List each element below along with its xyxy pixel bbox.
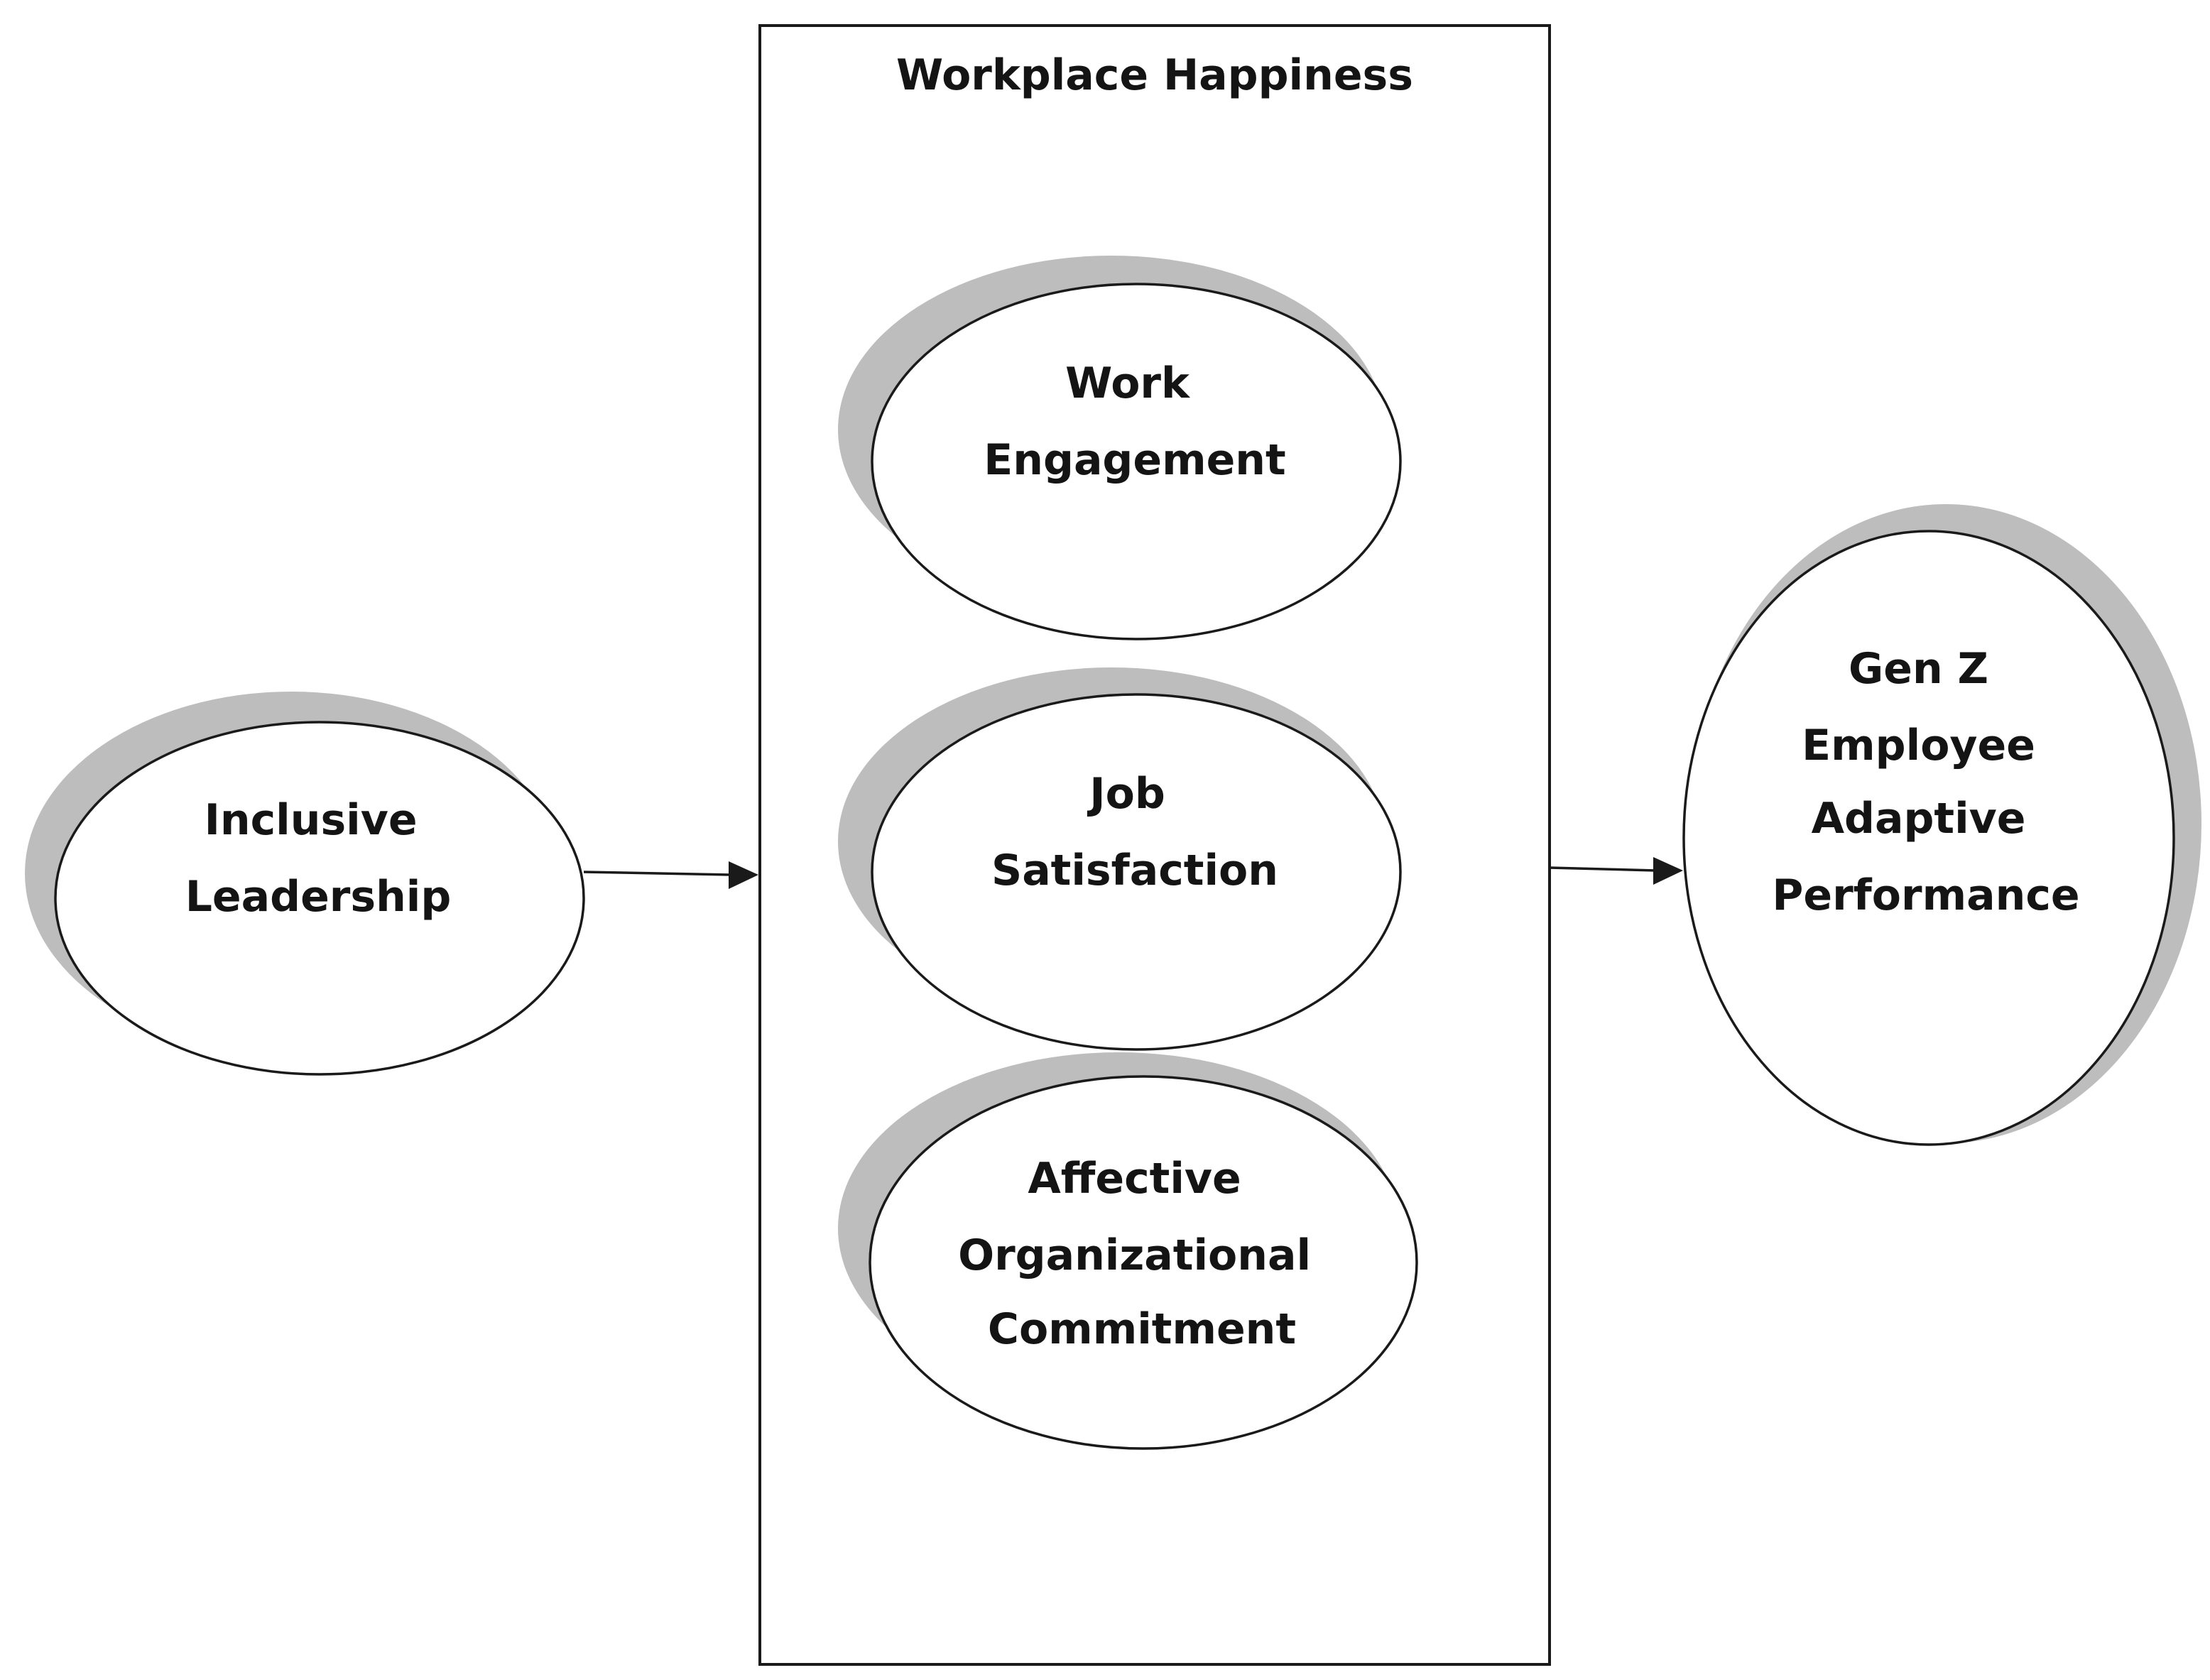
genz-performance-label: Gen Z Employee Adaptive Performance: [1772, 644, 2079, 920]
affective-commitment-line-3: Commitment: [988, 1304, 1296, 1354]
job-satisfaction-ellipse: [871, 693, 1402, 1051]
workplace-happiness-box: [758, 24, 1551, 1666]
affective-commitment-line-1: Affective: [1028, 1154, 1241, 1204]
arrow-leadership-head: [729, 861, 758, 889]
affective-commitment-ellipse: [869, 1075, 1418, 1450]
affective-commitment-line-2: Organizational: [958, 1231, 1311, 1280]
genz-performance-line-1: Gen Z: [1849, 644, 1988, 694]
inclusive-leadership-ellipse: [54, 721, 585, 1076]
inclusive-leadership-line-1: Inclusive: [205, 795, 418, 845]
arrow-performance-line: [1549, 866, 1657, 872]
inclusive-leadership-line-2: Leadership: [185, 872, 452, 922]
genz-performance-line-4: Performance: [1772, 871, 2079, 920]
work-engagement-line-1: Work: [1065, 359, 1191, 408]
genz-performance-line-3: Adaptive: [1812, 794, 2026, 844]
affective-commitment-node: Affective Organizational Commitment: [838, 1052, 1418, 1450]
genz-performance-line-2: Employee: [1802, 721, 2035, 770]
affective-commitment-label: Affective Organizational Commitment: [958, 1154, 1326, 1354]
job-satisfaction-line-1: Job: [1087, 769, 1165, 819]
inclusive-leadership-node: Inclusive Leadership: [25, 692, 585, 1076]
work-engagement-line-2: Engagement: [984, 435, 1285, 485]
work-engagement-ellipse: [871, 283, 1402, 640]
arrow-happiness-to-performance: [1549, 857, 1683, 885]
genz-performance-ellipse: [1682, 530, 2175, 1146]
arrow-leadership-to-happiness: [583, 861, 758, 889]
arrow-performance-head: [1653, 857, 1683, 885]
work-engagement-label: Work Engagement: [984, 359, 1285, 485]
arrow-leadership-line: [583, 871, 732, 876]
workplace-happiness-title: Workplace Happiness: [896, 50, 1413, 100]
job-satisfaction-label: Job Satisfaction: [991, 769, 1278, 895]
job-satisfaction-node: Job Satisfaction: [838, 667, 1402, 1051]
work-engagement-node: Work Engagement: [838, 256, 1402, 640]
job-satisfaction-line-2: Satisfaction: [991, 846, 1278, 895]
inclusive-leadership-label: Inclusive Leadership: [185, 795, 452, 922]
genz-performance-node: Gen Z Employee Adaptive Performance: [1682, 504, 2201, 1146]
